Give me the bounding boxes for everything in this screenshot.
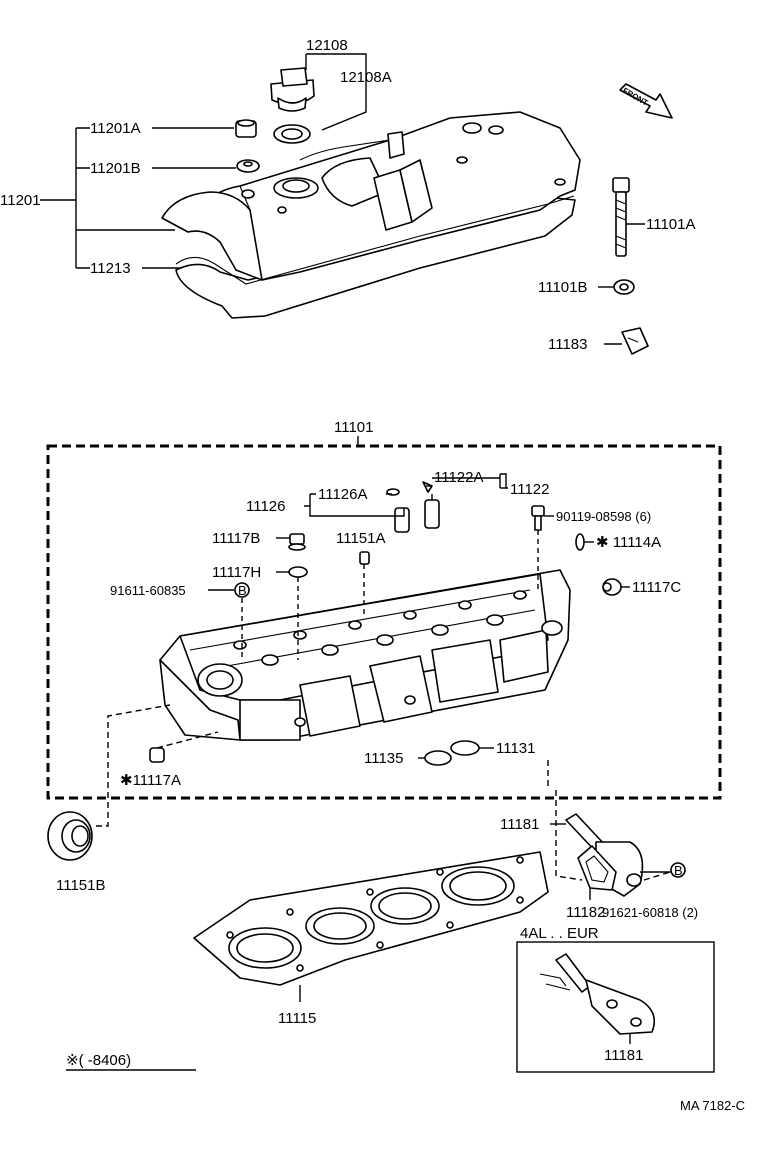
water-outlet-variant	[539, 953, 656, 1035]
label-11181-variant: 11181	[604, 1047, 644, 1064]
gasket-11117H	[288, 566, 308, 578]
washer-11101B	[613, 279, 635, 295]
pin-11151A	[359, 551, 370, 565]
label-11122: 11122	[510, 481, 550, 498]
label-11126A: 11126A	[318, 486, 368, 503]
label-11201: 11201	[0, 192, 41, 209]
diagram-code: MA 7182-C	[680, 1098, 745, 1113]
label-11135: 11135	[364, 750, 404, 767]
oil-seal-11151B	[47, 811, 93, 861]
cap-gasket	[273, 124, 311, 144]
head-cover-gasket	[175, 195, 575, 285]
plug-11117A	[149, 747, 165, 763]
label-90119: 90119-08598 (6)	[556, 509, 651, 524]
label-11122A: 11122A	[434, 469, 484, 486]
label-4al-eur: 4AL . . EUR	[520, 925, 599, 942]
label-11117H: 11117H	[212, 564, 261, 581]
circle-b-91621: B	[670, 862, 686, 878]
label-91611: 91611-60835	[110, 583, 186, 598]
label-11101A: 11101A	[646, 216, 696, 233]
valve-guide-11126	[386, 488, 410, 533]
label-11183: 11183	[548, 336, 588, 353]
valve-guide-11122	[422, 481, 440, 529]
label-11101B: 11101B	[538, 279, 588, 296]
grommet-11201A	[235, 119, 257, 138]
label-11126: 11126	[246, 498, 286, 515]
label-11101: 11101	[334, 419, 374, 436]
cylinder-head	[159, 569, 571, 741]
ring-11114A	[575, 533, 585, 551]
label-91621: 91621-60818 (2)	[602, 905, 698, 920]
variant-box	[516, 941, 715, 1073]
label-12108: 12108	[306, 37, 348, 54]
label-11201A: 11201A	[90, 120, 141, 137]
label-11117B: 11117B	[212, 530, 260, 547]
label-11115: 11115	[278, 1010, 316, 1027]
gasket-11182	[577, 845, 617, 891]
plug-11117C	[602, 578, 622, 596]
stud-bolt	[612, 177, 630, 257]
stud-90119	[531, 505, 545, 531]
label-11131: 11131	[496, 740, 536, 757]
head-gasket	[193, 851, 549, 986]
label-11117C: 11117C	[632, 579, 681, 596]
plug-11117B	[288, 533, 306, 551]
front-arrow: FRONT	[619, 83, 673, 119]
plug-11183	[621, 327, 649, 355]
circle-b-letter: B	[238, 583, 247, 598]
circle-b-91611: B	[234, 582, 250, 598]
footnote-8406: ※( -8406)	[66, 1052, 131, 1069]
assembly-boundary	[46, 444, 722, 800]
label-11213: 11213	[90, 260, 131, 277]
label-12108A: 12108A	[340, 69, 392, 86]
label-11151B: 11151B	[56, 877, 106, 894]
label-11117A: ✱11117A	[120, 772, 181, 789]
plugs-11135-11131	[424, 740, 480, 766]
label-11114A: ✱ 11114A	[596, 534, 661, 551]
label-11151A: 11151A	[336, 530, 386, 547]
oil-filler-cap	[270, 67, 315, 112]
label-11201B: 11201B	[90, 160, 141, 177]
grommet-11201B	[236, 159, 260, 173]
circle-b-letter-2: B	[674, 863, 683, 878]
cylinder-head-cover	[161, 111, 581, 319]
leader-lines	[40, 53, 676, 1044]
label-11181: 11181	[500, 816, 540, 833]
label-11182: 11182	[566, 904, 606, 921]
